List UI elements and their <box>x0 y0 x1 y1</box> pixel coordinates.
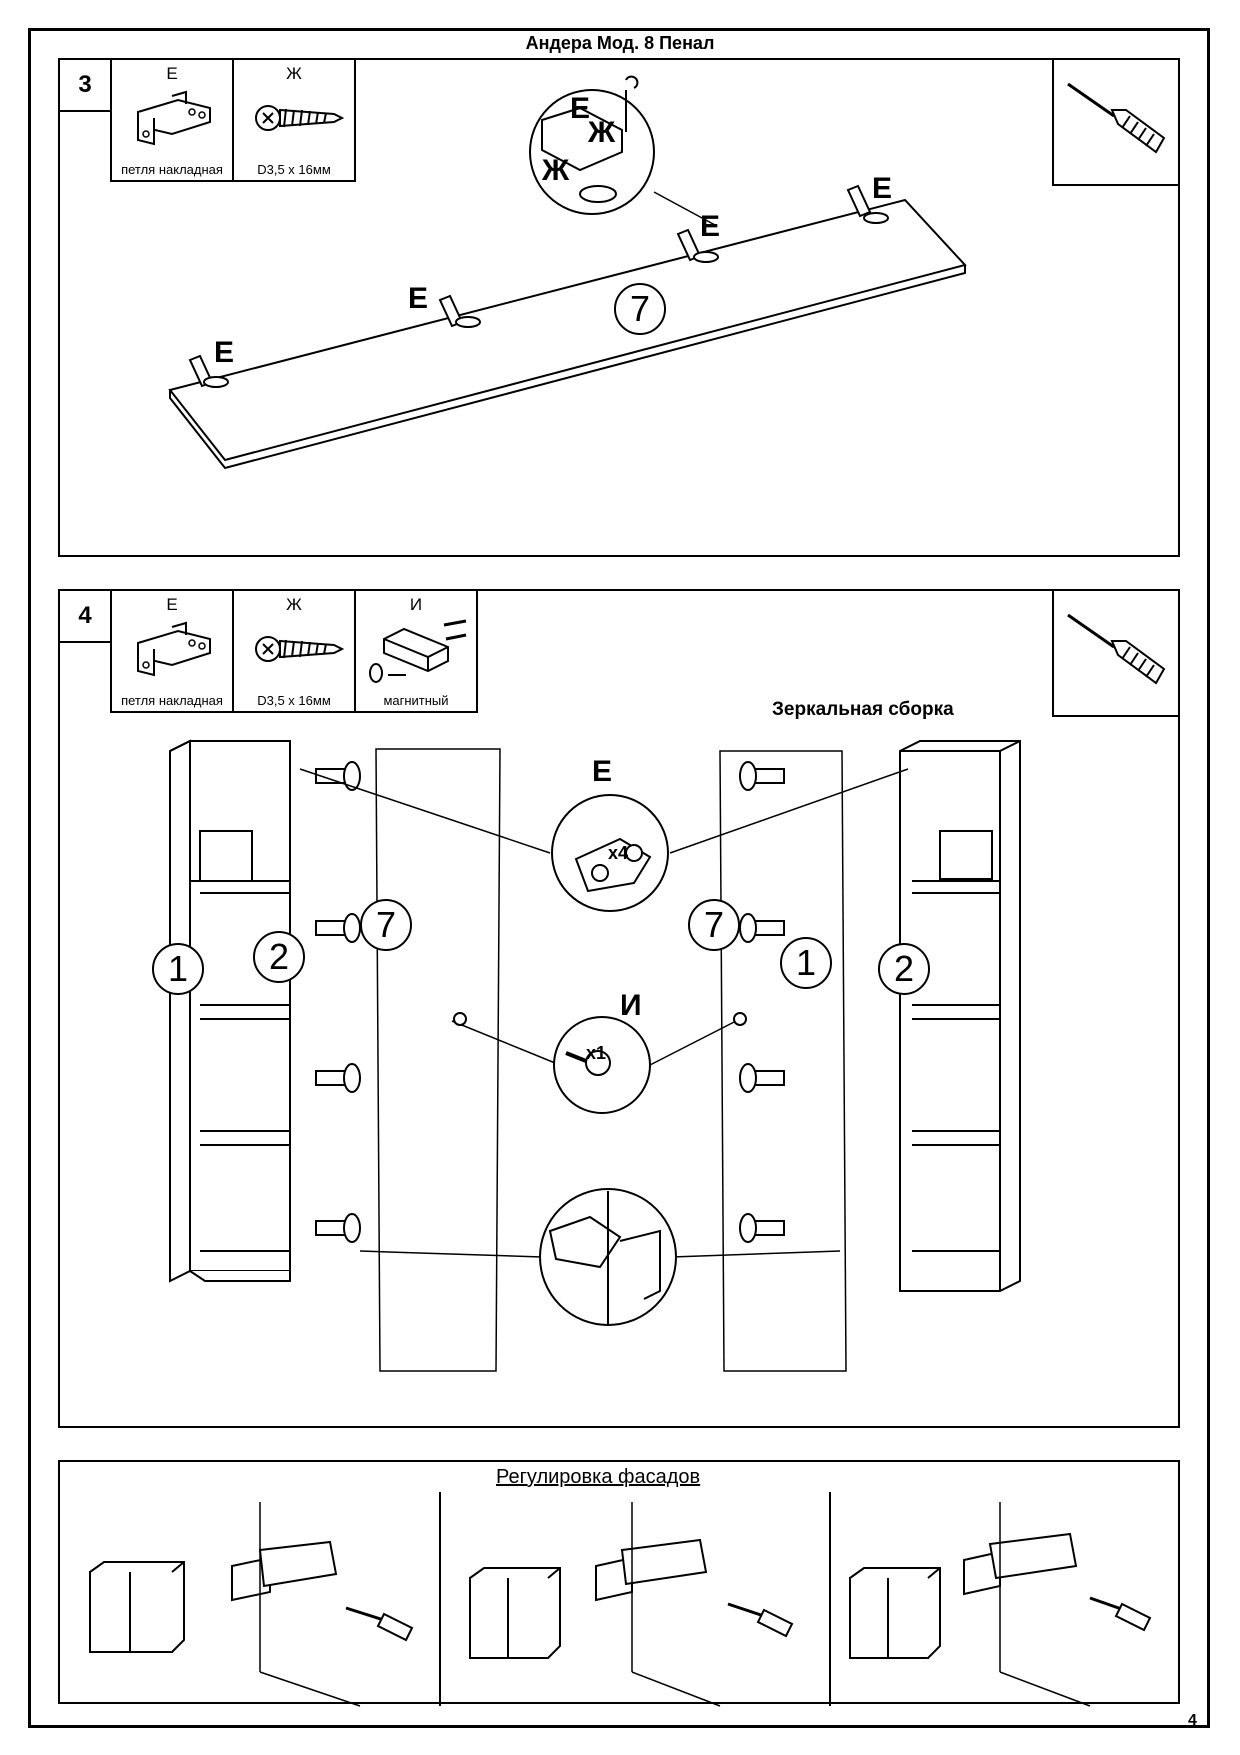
hinge-icon <box>137 90 211 146</box>
part-letter: Е <box>166 595 178 614</box>
step4-part-magnet: И магнитный <box>354 589 478 713</box>
step3-panel: 3 Е петля накладная Ж D3,5 x 16мм <box>58 58 1180 557</box>
screw-icon <box>255 105 345 131</box>
page-number: 4 <box>1188 1712 1197 1729</box>
part-letter: Е <box>166 64 178 83</box>
part-number-shelf: 2 <box>878 943 930 995</box>
step4-part-screw: Ж D3,5 x 16мм <box>232 589 356 713</box>
part-caption: петля накладная <box>121 162 223 177</box>
detail-catch-qty: x1 <box>586 1043 607 1063</box>
hinge-set-left <box>315 761 361 1243</box>
part-caption: D3,5 x 16мм <box>257 693 331 708</box>
hinge-label: Е <box>700 210 721 243</box>
step3-part-screw: Ж D3,5 x 16мм <box>232 58 356 182</box>
part-caption: D3,5 x 16мм <box>257 162 331 177</box>
mirror-assembly-note: Зеркальная сборка <box>772 699 954 720</box>
part-number-side: 1 <box>780 937 832 989</box>
screwdriver-icon <box>1067 613 1166 685</box>
screwdriver-icon <box>1067 82 1166 154</box>
cabinet-assembly-drawing <box>169 739 1021 1372</box>
detail-label-e: Е <box>570 92 591 125</box>
hinge-label: Е <box>214 336 235 369</box>
part-caption: магнитный <box>383 693 449 708</box>
part-number-door: 7 <box>614 283 666 335</box>
hinge-icon <box>137 621 211 677</box>
step4-panel: 4 Е петля накладная Ж D3,5 x 16мм И <box>58 589 1180 1428</box>
door-panel-drawing <box>168 75 967 470</box>
adjustment-title: Регулировка фасадов <box>496 1466 701 1488</box>
step3-part-hinge: Е петля накладная <box>110 58 234 182</box>
detail-label-zh: Ж <box>542 154 570 187</box>
detail-catch-label: И <box>620 989 642 1022</box>
part-letter: И <box>409 595 423 614</box>
step3-tool-box <box>1052 58 1180 186</box>
part-caption: петля накладная <box>121 693 223 708</box>
part-number-shelf: 2 <box>253 931 305 983</box>
detail-label-zh: Ж <box>588 116 616 149</box>
page-frame <box>28 28 1210 1728</box>
hinge-mount <box>188 184 889 388</box>
hinge-label: Е <box>408 282 429 315</box>
detail-hinge-qty: x4 <box>608 843 629 863</box>
screw-icon <box>255 636 345 662</box>
magnet-catch-icon <box>369 619 467 683</box>
hinge-set-right <box>739 761 785 1243</box>
part-letter: Ж <box>286 595 302 614</box>
part-letter: Ж <box>286 64 302 83</box>
step4-tool-box <box>1052 589 1180 717</box>
page-title: Андера Мод. 8 Пенал <box>525 33 715 53</box>
part-number-side: 1 <box>152 943 204 995</box>
adjustment-panel: Регулировка фасадов <box>58 1460 1180 1707</box>
part-number-door: 7 <box>688 899 740 951</box>
part-number-door: 7 <box>360 899 412 951</box>
detail-hinge-label: Е <box>592 755 613 788</box>
adjustment-drawing <box>89 1492 1152 1707</box>
hinge-label: Е <box>872 172 893 205</box>
